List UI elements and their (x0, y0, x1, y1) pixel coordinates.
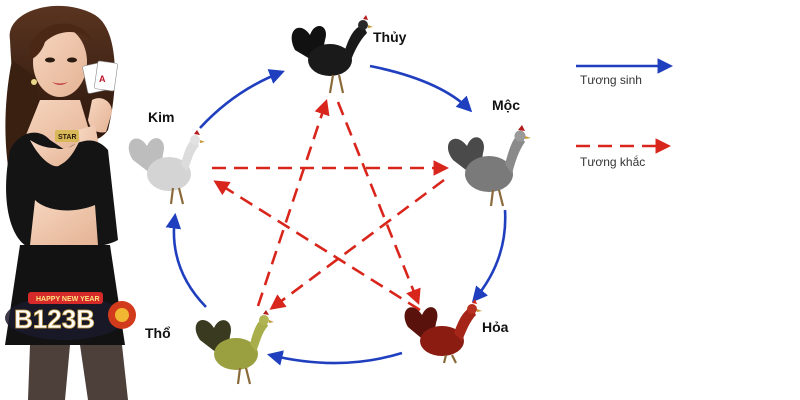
legend-overcome-label: Tương khắc (580, 154, 645, 169)
label-hoa: Hỏa (482, 319, 509, 335)
label-tho: Thổ (145, 325, 171, 341)
rooster-moc (447, 125, 531, 207)
arrow-hoa-tho (266, 350, 403, 366)
arrow-tho-kim (165, 212, 207, 308)
arrow-hoa-kim (213, 180, 421, 312)
overcome-star (212, 99, 450, 312)
generate-cycle (165, 64, 507, 366)
arrow-moc-hoa (471, 209, 507, 303)
arrow-tho-thuy (256, 99, 330, 307)
star-badge: STAR (58, 134, 77, 141)
legend: Tương sinh Tương khắc (576, 58, 674, 169)
logo-text: B123B (14, 304, 95, 334)
rooster-hoa (404, 299, 482, 364)
legend-overcome: Tương khắc (576, 138, 672, 169)
banner-text: HAPPY NEW YEAR (36, 296, 100, 303)
brand-logo: HAPPY NEW YEAR B123B (5, 292, 136, 340)
arrow-kim-thuy (199, 69, 285, 129)
label-thuy: Thủy (373, 29, 407, 45)
woman-illustration: A STAR (5, 5, 128, 400)
playing-cards: A (82, 60, 118, 94)
rooster-tho (195, 310, 274, 385)
arrow-thuy-hoa (336, 101, 421, 305)
card-letter: A (99, 74, 106, 84)
label-kim: Kim (148, 109, 174, 125)
label-moc: Mộc (492, 97, 520, 113)
rooster-thuy (291, 15, 373, 94)
legend-generate-label: Tương sinh (580, 73, 642, 87)
arrow-moc-tho (269, 178, 445, 310)
arrow-thuy-moc (369, 64, 473, 113)
rooster-kim (128, 130, 205, 205)
legend-generate: Tương sinh (576, 58, 674, 87)
